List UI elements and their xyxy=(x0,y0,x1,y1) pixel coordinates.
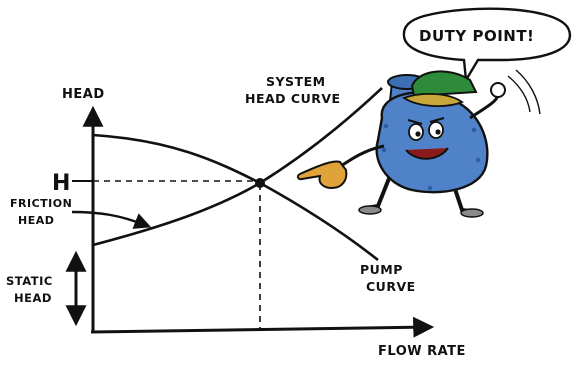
mascot-left-pupil xyxy=(415,131,420,136)
system-curve-label-line2: HEAD CURVE xyxy=(245,91,341,106)
friction-head-arrow xyxy=(72,212,148,226)
speech-bubble: DUTY POINT! xyxy=(404,9,570,80)
mascot-right-foot xyxy=(461,209,483,217)
friction-head-label-line1: FRICTION xyxy=(10,197,72,210)
duty-point-dot xyxy=(255,178,265,188)
h-marker-label: H xyxy=(52,171,71,196)
bolt xyxy=(382,148,386,152)
flow-axis-label: FLOW RATE xyxy=(378,344,466,359)
mascot-right-eye xyxy=(429,122,443,138)
bolt xyxy=(472,128,476,132)
bolt xyxy=(476,158,480,162)
motion-lines xyxy=(508,70,540,114)
pump-curve-label-line2: CURVE xyxy=(366,279,416,294)
static-head-label-line2: HEAD xyxy=(14,291,52,305)
speech-bubble-text: DUTY POINT! xyxy=(419,27,534,45)
system-curve-label-line1: SYSTEM xyxy=(266,74,326,89)
friction-head-label-line2: HEAD xyxy=(18,214,54,227)
static-head-label-line1: STATIC xyxy=(6,274,53,288)
mascot-raised-hand xyxy=(491,83,505,97)
mascot-body xyxy=(377,92,488,192)
bolt xyxy=(428,186,432,190)
mascot-left-eye xyxy=(409,124,423,140)
mascot-left-foot xyxy=(359,206,381,214)
mascot-right-pupil xyxy=(435,129,440,134)
head-axis-label: HEAD xyxy=(62,87,105,102)
bolt xyxy=(384,124,388,128)
pump-curve-label-line1: PUMP xyxy=(360,262,403,277)
pointing-hand-icon xyxy=(298,162,347,189)
pump-curve xyxy=(93,135,378,260)
mascot-left-leg xyxy=(366,176,390,208)
